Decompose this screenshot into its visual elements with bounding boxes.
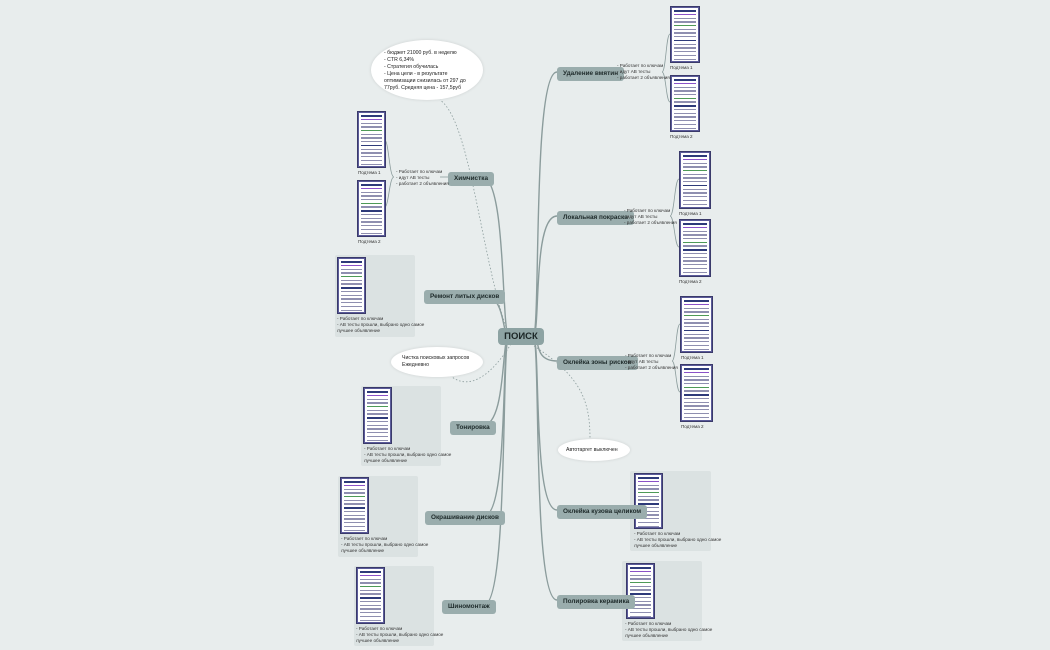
autotarget-cloud: [558, 439, 630, 461]
okleyka-zony-caption-1: Подтема 1: [681, 355, 704, 360]
lokalnaya-screenshot-1[interactable]: [679, 151, 711, 209]
udalenie-caption-1: Подтема 1: [670, 65, 693, 70]
root-node[interactable]: ПОИСК: [498, 328, 544, 345]
lokalnaya-caption-2: Подтема 2: [679, 279, 702, 284]
branch-remont[interactable]: Ремонт литых дисков: [424, 290, 506, 304]
branch-okrashivanie[interactable]: Окрашивание дисков: [425, 511, 505, 525]
okrashivanie-notes: - Работает по ключам - АВ тесты прошли, …: [341, 536, 429, 554]
lokalnaya-caption-1: Подтема 1: [679, 211, 702, 216]
udalenie-screenshot-1[interactable]: [670, 6, 700, 63]
okleyka-zony-notes: - Работает по ключам - идут АВ тесты - р…: [625, 353, 678, 371]
branch-udalenie[interactable]: Удаление вмятин: [557, 67, 625, 81]
lokalnaya-screenshot-2[interactable]: [679, 219, 711, 277]
root-label: ПОИСК: [504, 331, 538, 342]
okleyka-kuzova-notes: - Работает по ключам - АВ тесты прошли, …: [634, 531, 722, 549]
polirovka-screenshot[interactable]: [626, 563, 655, 619]
branch-connector: [481, 335, 510, 427]
udalenie-caption-2: Подтема 2: [670, 134, 693, 139]
okleyka-zony-screenshot-2[interactable]: [680, 364, 713, 422]
branch-connector: [532, 215, 558, 337]
autotarget-cloud-text: Автотаргет выключен: [566, 447, 618, 453]
udalenie-notes: - Работает по ключам - идут АВ тесты - р…: [617, 63, 670, 81]
branch-connector: [481, 176, 510, 337]
himchistka-caption-2: Подтема 2: [358, 239, 381, 244]
cleaning-cloud: [391, 347, 483, 377]
udalenie-screenshot-2[interactable]: [670, 75, 700, 132]
okrashivanie-screenshot[interactable]: [340, 477, 369, 534]
budget-cloud: [371, 40, 483, 100]
branch-tonirovka[interactable]: Тонировка: [450, 421, 496, 435]
branch-connector: [532, 335, 558, 511]
branch-lokalnaya[interactable]: Локальная покраска: [557, 211, 634, 225]
branch-shinomontazh[interactable]: Шиномонтаж: [442, 600, 496, 614]
remont-notes: - Работает по ключам - АВ тесты прошли, …: [337, 316, 425, 334]
branch-connector: [532, 335, 558, 601]
branch-connector: [532, 71, 558, 337]
remont-screenshot[interactable]: [337, 257, 366, 314]
polirovka-notes: - Работает по ключам - АВ тесты прошли, …: [625, 621, 713, 639]
shinomontazh-screenshot[interactable]: [356, 567, 385, 624]
himchistka-screenshot-1[interactable]: [357, 111, 386, 168]
okleyka-kuzova-screenshot[interactable]: [634, 473, 663, 529]
branch-connector: [483, 335, 510, 606]
okleyka-zony-screenshot-1[interactable]: [680, 296, 713, 353]
branch-polirovka[interactable]: Полировка керамика: [557, 595, 636, 609]
branch-okleyka-kuzova[interactable]: Оклейка кузова целиком: [557, 505, 648, 519]
himchistka-notes: - Работает по ключам - идут АВ тесты - р…: [396, 169, 449, 187]
lokalnaya-notes: - Работает по ключам - идут АВ тесты - р…: [624, 208, 677, 226]
shinomontazh-notes: - Работает по ключам - АВ тесты прошли, …: [356, 626, 444, 644]
tonirovka-screenshot[interactable]: [363, 387, 392, 444]
branch-okleyka-zony[interactable]: Оклейка зоны рисков: [557, 356, 638, 370]
okleyka-zony-caption-2: Подтема 2: [681, 424, 704, 429]
himchistka-screenshot-2[interactable]: [357, 180, 386, 237]
branch-himchistka[interactable]: Химчистка: [448, 172, 494, 186]
himchistka-caption-1: Подтема 1: [358, 170, 381, 175]
budget-cloud-text: - бюджет 21000 руб. в неделю - CTR 6,34%…: [384, 50, 466, 92]
tonirovka-notes: - Работает по ключам - АВ тесты прошли, …: [364, 446, 452, 464]
cleaning-cloud-text: Чистка поисковых запросов Ежедневно: [402, 355, 470, 369]
